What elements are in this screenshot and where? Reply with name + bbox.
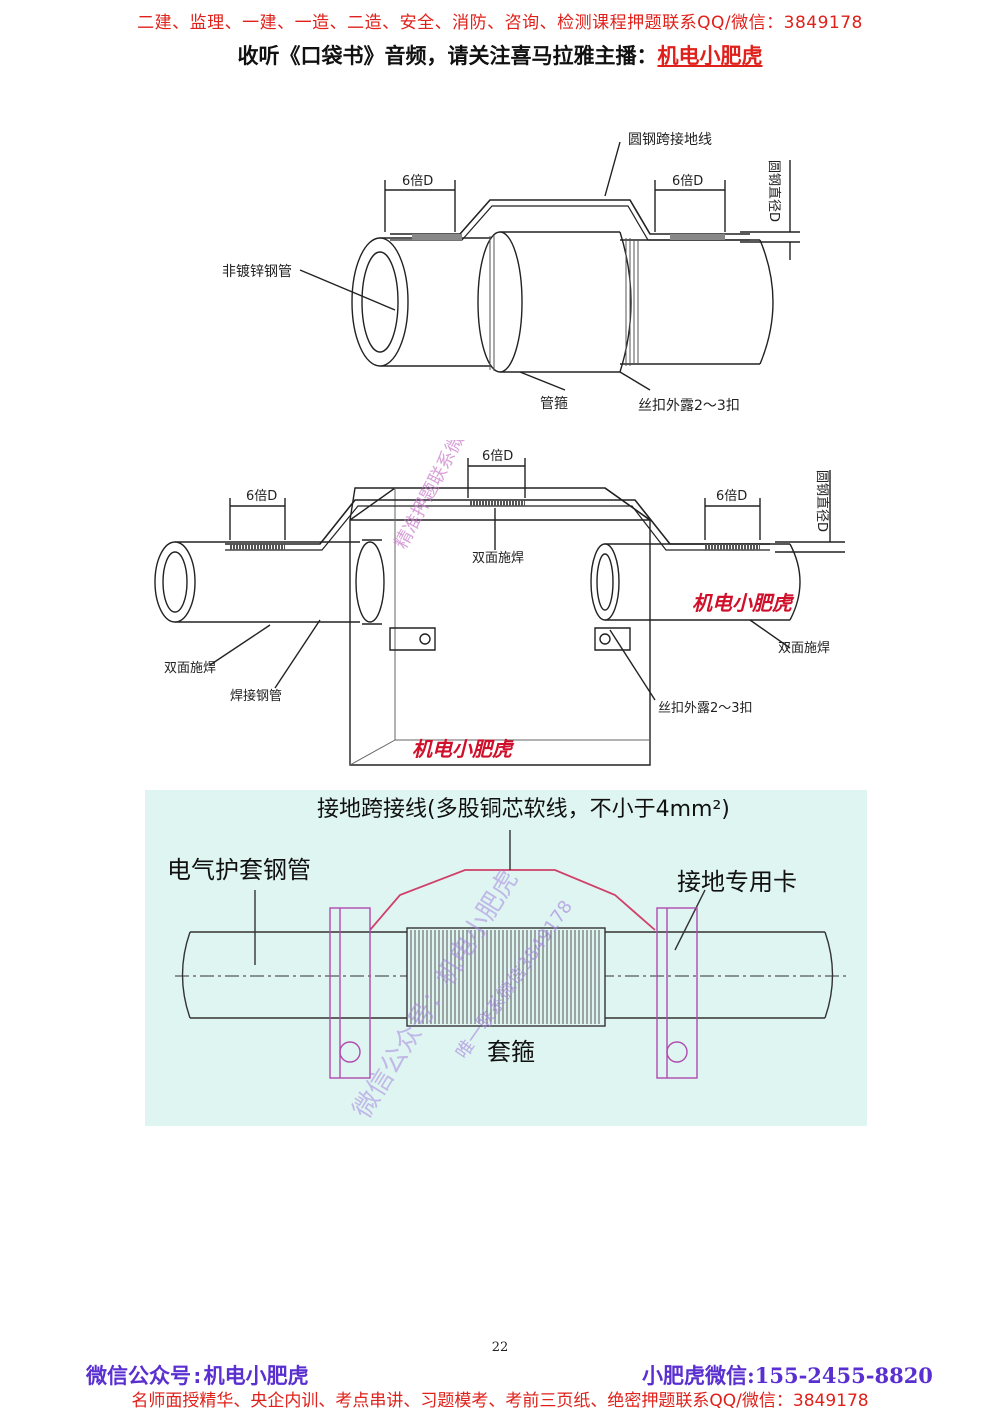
label-weld-left: 双面施焊 — [164, 660, 216, 676]
host-link[interactable]: 机电小肥虎 — [657, 43, 763, 68]
label-6d-right: 6倍D — [716, 489, 747, 504]
label-coupling: 管箍 — [540, 395, 568, 412]
header-audio-text: 收听《口袋书》音频，请关注喜马拉雅主播： — [237, 43, 658, 68]
label-6d-left: 6倍D — [246, 489, 277, 504]
footer-official-account: 微信公众号:机电小肥虎 — [86, 1364, 309, 1388]
watermark-brand-1: 机电小肥虎 — [692, 591, 795, 615]
figure-soft-wire-jumper: 接地跨接线(多股铜芯软线，不小于4mm²) 电气护套钢管 接地专用卡 套箍 微信… — [145, 790, 867, 1126]
figure-junction-box: 6倍D 6倍D 6倍D 圆钢直径D 双面施焊 双面施焊 双面施焊 焊接钢管 丝扣… — [154, 440, 845, 766]
label-grounding-clamp: 接地专用卡 — [677, 868, 797, 896]
watermark-brand-2: 机电小肥虎 — [412, 737, 515, 761]
figure-coupling-jumper: 圆钢跨接地线 6倍D 6倍D 圆钢直径D 非镀锌钢管 管箍 丝扣外露2～3扣 — [222, 131, 800, 414]
page-number: 22 — [491, 1340, 509, 1355]
label-steel-diameter: 圆钢直径D — [814, 470, 829, 532]
footer-wechat-phone: 小肥虎微信:155-2455-8820 — [642, 1363, 933, 1388]
label-round-steel-jumper: 圆钢跨接地线 — [628, 131, 712, 148]
label-ungalvanized-pipe: 非镀锌钢管 — [222, 263, 292, 280]
label-6d-top: 6倍D — [482, 449, 513, 464]
label-steel-diameter: 圆钢直径D — [766, 160, 781, 222]
label-weld-center: 双面施焊 — [472, 550, 524, 566]
label-thread-exposed: 丝扣外露2～3扣 — [638, 398, 740, 414]
header-audio-line: 收听《口袋书》音频，请关注喜马拉雅主播：机电小肥虎 — [0, 40, 1000, 70]
label-soft-wire-jumper: 接地跨接线(多股铜芯软线，不小于4mm²) — [317, 797, 730, 822]
label-conduit-pipe: 电气护套钢管 — [167, 856, 311, 884]
label-weld-right: 双面施焊 — [778, 640, 830, 656]
header-contact-line: 二建、监理、一建、一造、二造、安全、消防、咨询、检测课程押题联系QQ/微信：38… — [137, 13, 863, 33]
label-6d-right: 6倍D — [672, 174, 703, 189]
footer-courses-line: 名师面授精华、央企内训、考点串讲、习题模考、考前三页纸、绝密押题联系QQ/微信：… — [131, 1391, 869, 1411]
label-6d-left: 6倍D — [402, 174, 433, 189]
label-welded-pipe: 焊接钢管 — [230, 688, 282, 704]
label-coupling: 套箍 — [487, 1038, 535, 1066]
label-thread-exposed: 丝扣外露2～3扣 — [658, 701, 753, 716]
